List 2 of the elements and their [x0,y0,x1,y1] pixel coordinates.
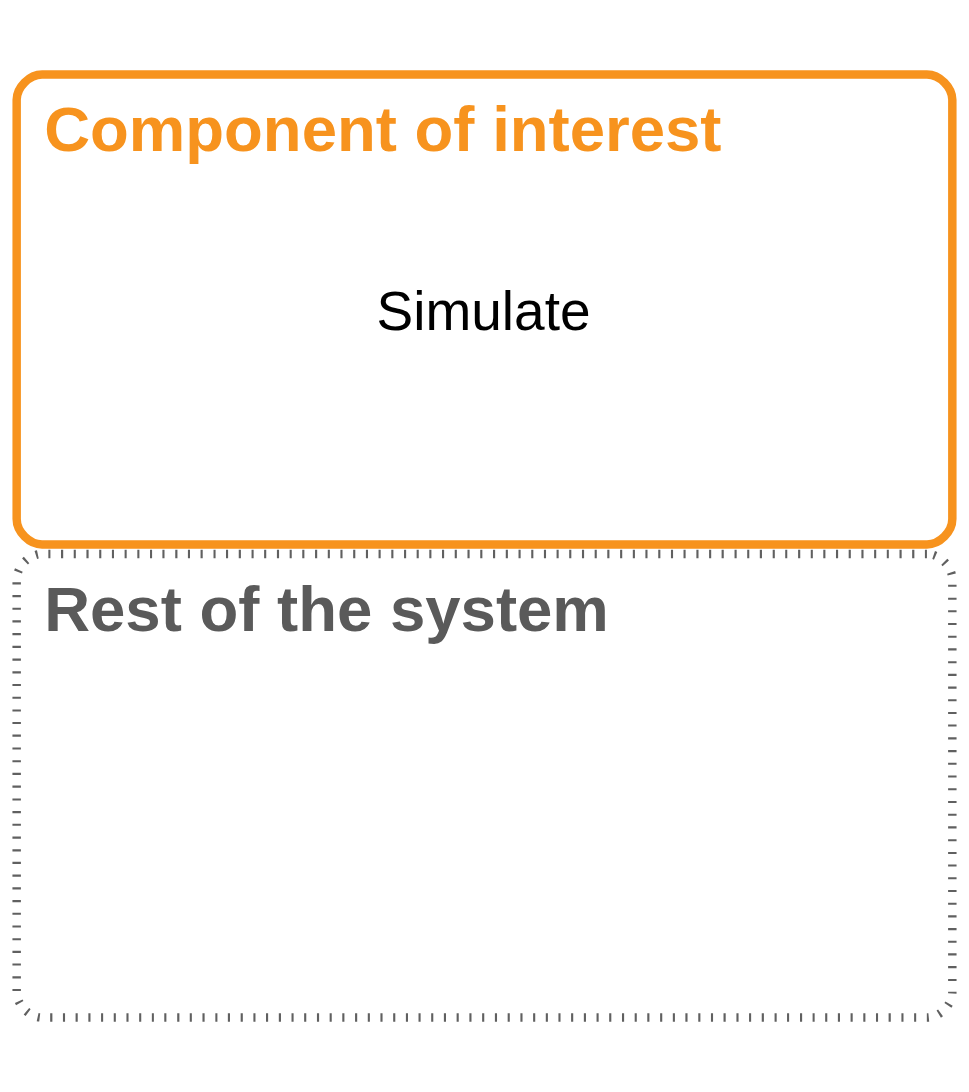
node-box: Component of interest Simulate [12,70,957,549]
node-box: Rest of the system [12,549,957,1022]
